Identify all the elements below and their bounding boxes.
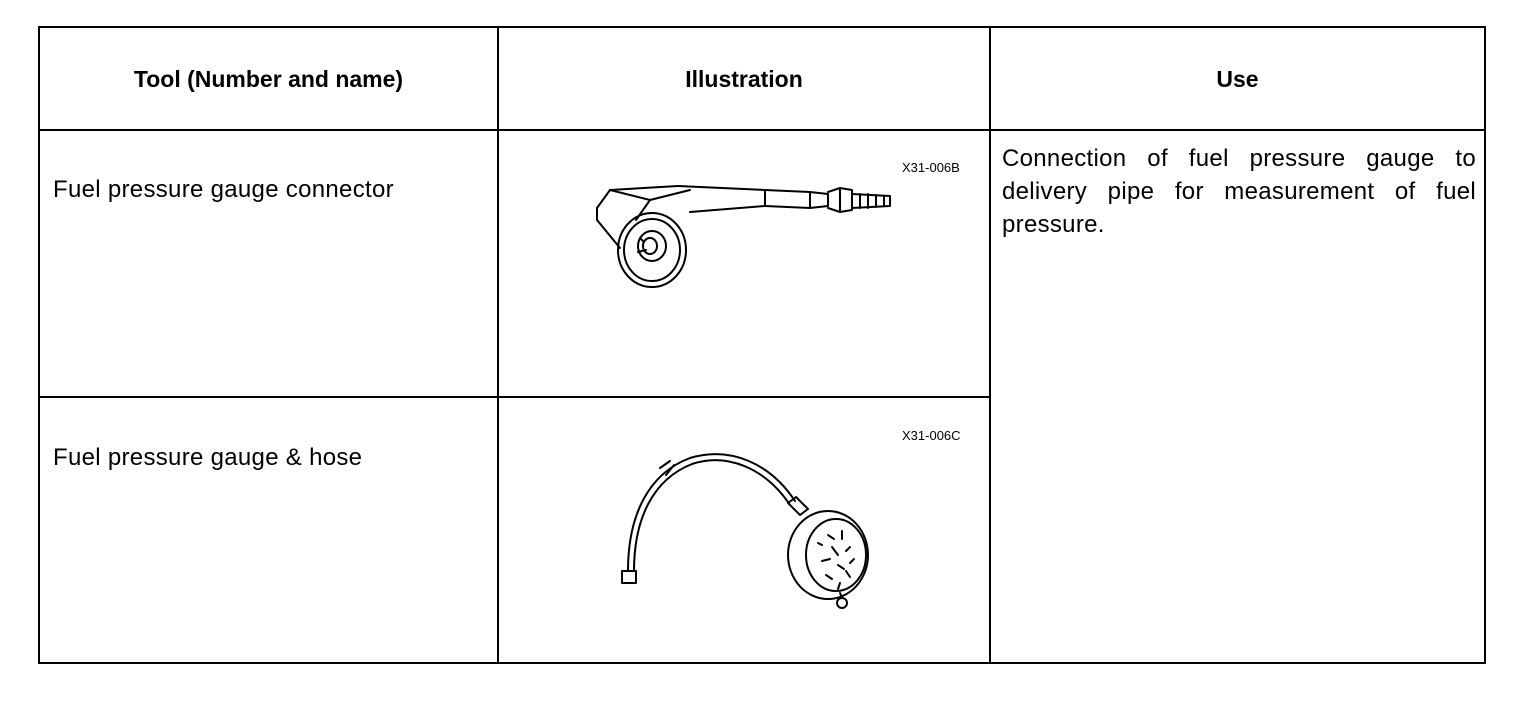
column-divider [497, 28, 499, 662]
fuel-pressure-gauge-hose-icon [621, 453, 869, 609]
illustration-code-connector: X31-006B [902, 160, 960, 175]
use-description: Connection of fuel pressure gauge to del… [1002, 145, 1476, 238]
fuel-pressure-gauge-connector-icon [596, 185, 891, 288]
column-divider [989, 28, 991, 662]
tool-name-gauge-hose: Fuel pressure gauge & hose [53, 444, 363, 471]
header-divider [40, 129, 1484, 131]
row-divider [40, 396, 990, 398]
header-use: Use [1216, 65, 1259, 92]
header-illustration: Illustration [685, 65, 803, 92]
tool-name-connector: Fuel pressure gauge connector [53, 176, 394, 203]
illustration-code-gauge-hose: X31-006C [902, 428, 961, 443]
header-tool: Tool (Number and name) [133, 65, 404, 92]
special-tools-table: Tool (Number and name) Illustration Use … [38, 26, 1486, 664]
